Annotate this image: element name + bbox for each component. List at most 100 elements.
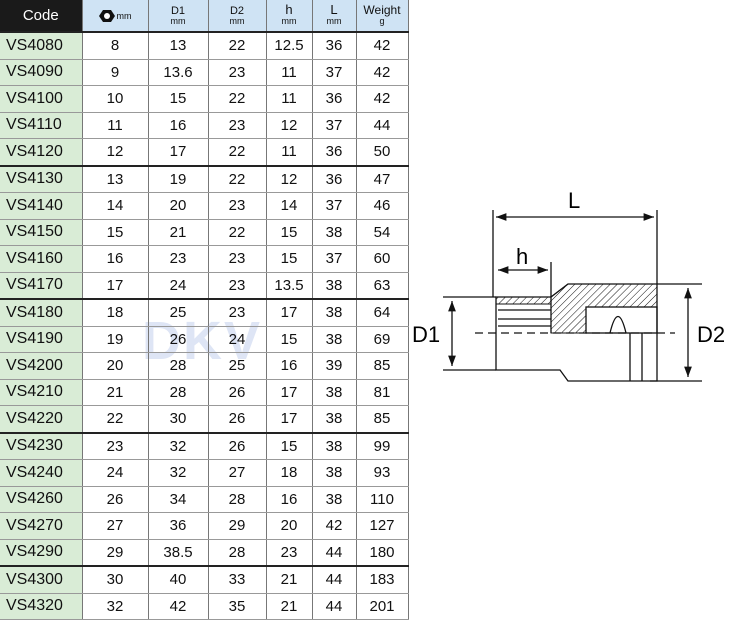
cell-d2: 22 bbox=[208, 219, 267, 246]
cell-h: 23 bbox=[266, 539, 313, 567]
cell-weight: 110 bbox=[356, 486, 409, 513]
cell-h: 14 bbox=[266, 192, 313, 220]
cell-l: 38 bbox=[312, 326, 357, 353]
cell-d2: 33 bbox=[208, 566, 267, 594]
cell-d2: 28 bbox=[208, 539, 267, 567]
cell-d1: 38.5 bbox=[148, 539, 209, 567]
cell-l: 36 bbox=[312, 165, 357, 193]
cell-hex-size: 16 bbox=[82, 245, 149, 273]
cell-h: 15 bbox=[266, 245, 313, 273]
cell-code: VS4290 bbox=[0, 539, 83, 567]
cell-code: VS4080 bbox=[0, 32, 83, 60]
cell-l: 38 bbox=[312, 459, 357, 487]
cell-weight: 69 bbox=[356, 326, 409, 353]
cell-h: 12 bbox=[266, 112, 313, 139]
cell-l: 42 bbox=[312, 512, 357, 540]
cell-h: 18 bbox=[266, 459, 313, 487]
cell-d1: 20 bbox=[148, 192, 209, 220]
cell-code: VS4240 bbox=[0, 459, 83, 487]
label-D2: D2 bbox=[697, 322, 725, 347]
cell-weight: 54 bbox=[356, 219, 409, 246]
cell-h: 11 bbox=[266, 59, 313, 86]
cell-l: 37 bbox=[312, 192, 357, 220]
cell-h: 15 bbox=[266, 432, 313, 460]
cell-hex-size: 18 bbox=[82, 299, 149, 327]
cell-d1: 32 bbox=[148, 459, 209, 487]
cell-weight: 99 bbox=[356, 432, 409, 460]
header-hex: mm bbox=[82, 0, 149, 33]
cell-hex-size: 13 bbox=[82, 165, 149, 193]
cell-hex-size: 14 bbox=[82, 192, 149, 220]
cell-weight: 93 bbox=[356, 459, 409, 487]
cell-l: 38 bbox=[312, 272, 357, 300]
cell-d1: 36 bbox=[148, 512, 209, 540]
cell-hex-size: 17 bbox=[82, 272, 149, 300]
cell-hex-size: 29 bbox=[82, 539, 149, 567]
cell-hex-size: 11 bbox=[82, 112, 149, 139]
cell-hex-size: 12 bbox=[82, 138, 149, 167]
cell-h: 15 bbox=[266, 219, 313, 246]
cell-hex-size: 8 bbox=[82, 32, 149, 60]
cell-weight: 81 bbox=[356, 379, 409, 406]
cell-l: 37 bbox=[312, 245, 357, 273]
cell-d2: 25 bbox=[208, 352, 267, 380]
cell-code: VS4120 bbox=[0, 138, 83, 167]
cell-d1: 42 bbox=[148, 593, 209, 620]
cell-l: 36 bbox=[312, 32, 357, 60]
cell-hex-size: 24 bbox=[82, 459, 149, 487]
cell-weight: 85 bbox=[356, 352, 409, 380]
cell-weight: 180 bbox=[356, 539, 409, 567]
cell-hex-size: 20 bbox=[82, 352, 149, 380]
cell-code: VS4300 bbox=[0, 566, 83, 594]
cell-d2: 26 bbox=[208, 405, 267, 434]
cell-h: 11 bbox=[266, 138, 313, 167]
cell-hex-size: 22 bbox=[82, 405, 149, 434]
cell-hex-size: 19 bbox=[82, 326, 149, 353]
cell-d1: 13.6 bbox=[148, 59, 209, 86]
cell-d1: 21 bbox=[148, 219, 209, 246]
cell-code: VS4140 bbox=[0, 192, 83, 220]
cell-hex-size: 30 bbox=[82, 566, 149, 594]
cell-weight: 63 bbox=[356, 272, 409, 300]
cell-h: 12.5 bbox=[266, 32, 313, 60]
cell-d1: 34 bbox=[148, 486, 209, 513]
cell-d1: 30 bbox=[148, 405, 209, 434]
cell-code: VS4260 bbox=[0, 486, 83, 513]
socket-diagram: L h D1 D2 bbox=[412, 188, 725, 382]
cell-code: VS4160 bbox=[0, 245, 83, 273]
cell-d2: 24 bbox=[208, 326, 267, 353]
cell-hex-size: 9 bbox=[82, 59, 149, 86]
cell-code: VS4270 bbox=[0, 512, 83, 540]
cell-hex-size: 32 bbox=[82, 593, 149, 620]
cell-weight: 64 bbox=[356, 299, 409, 327]
cell-l: 39 bbox=[312, 352, 357, 380]
cell-d2: 29 bbox=[208, 512, 267, 540]
cell-d2: 23 bbox=[208, 299, 267, 327]
cell-code: VS4100 bbox=[0, 85, 83, 113]
cell-code: VS4230 bbox=[0, 432, 83, 460]
hex-socket-icon bbox=[98, 9, 115, 22]
cell-l: 36 bbox=[312, 138, 357, 167]
cell-h: 17 bbox=[266, 405, 313, 434]
cell-code: VS4090 bbox=[0, 59, 83, 86]
cell-weight: 201 bbox=[356, 593, 409, 620]
cell-l: 44 bbox=[312, 539, 357, 567]
cell-h: 17 bbox=[266, 299, 313, 327]
cell-d2: 26 bbox=[208, 379, 267, 406]
cell-d1: 25 bbox=[148, 299, 209, 327]
